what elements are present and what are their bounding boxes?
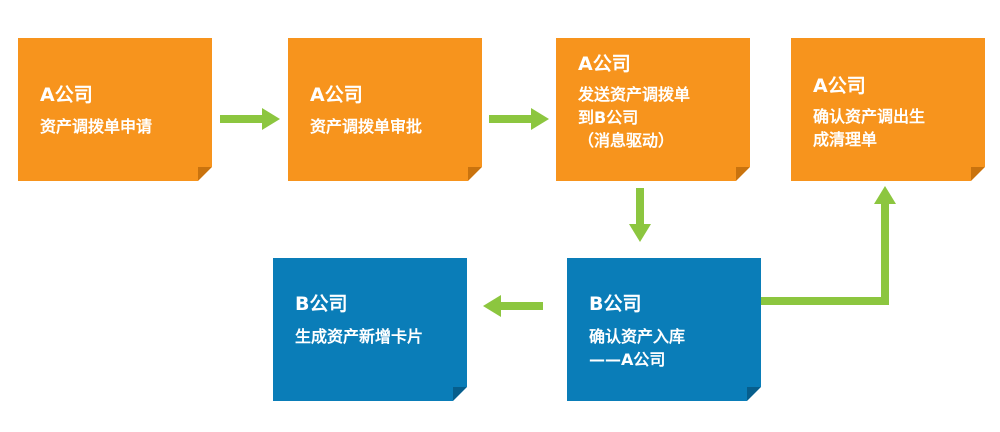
box-text: 确认资产调出生 <box>813 107 926 126</box>
box-title: B公司 <box>589 293 642 315</box>
box-text: 成清理单 <box>813 130 878 149</box>
box-text: 生成资产新增卡片 <box>295 327 424 346</box>
box-a-apply: A公司 资产调拨单申请 <box>18 38 212 181</box>
box-text: 资产调拨单审批 <box>310 117 423 136</box>
box-a-send: A公司 发送资产调拨单 到B公司 （消息驱动） <box>556 38 750 181</box>
fold-corner-cut <box>468 167 482 181</box>
box-b-confirm: B公司 确认资产入库 ——A公司 <box>567 258 761 401</box>
box-text: （消息驱动） <box>578 131 675 150</box>
box-text: 到B公司 <box>578 108 639 127</box>
box-a-approve: A公司 资产调拨单审批 <box>288 38 482 181</box>
box-title: A公司 <box>310 84 363 106</box>
box-title: B公司 <box>295 293 348 315</box>
arrow-right-icon <box>220 108 280 130</box>
box-text: 发送资产调拨单 <box>578 85 691 104</box>
box-text: ——A公司 <box>589 350 666 369</box>
fold-corner-cut <box>453 387 467 401</box>
box-title: A公司 <box>40 84 93 106</box>
arrow-up-icon <box>761 186 896 305</box>
box-title: A公司 <box>578 53 631 75</box>
arrow-left-icon <box>483 295 543 317</box>
arrow-down-icon <box>629 188 651 242</box>
fold-corner-cut <box>971 167 985 181</box>
box-b-card: B公司 生成资产新增卡片 <box>273 258 467 401</box>
box-text: 确认资产入库 <box>589 327 686 346</box>
fold-corner-cut <box>747 387 761 401</box>
box-title: A公司 <box>813 75 866 97</box>
box-text: 资产调拨单申请 <box>40 117 153 136</box>
box-a-confirm: A公司 确认资产调出生 成清理单 <box>791 38 985 181</box>
arrow-right-icon <box>489 108 549 130</box>
fold-corner-cut <box>736 167 750 181</box>
fold-corner-cut <box>198 167 212 181</box>
